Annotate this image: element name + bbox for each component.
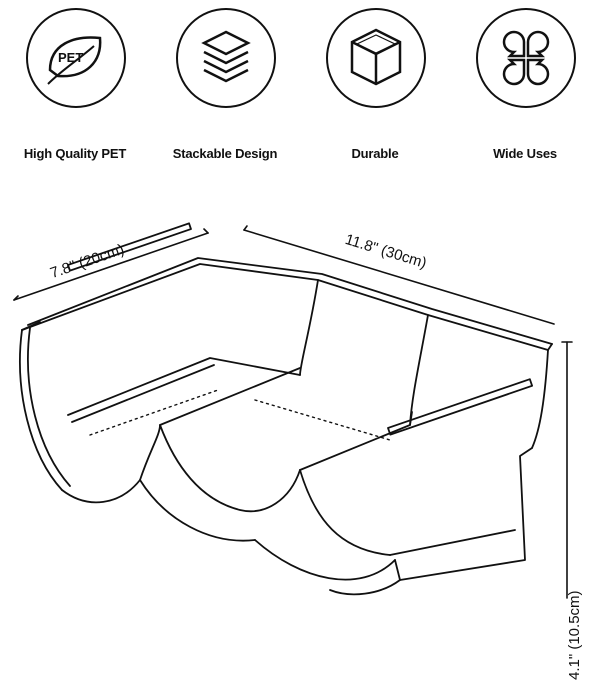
rack-cradles bbox=[67, 279, 549, 556]
feature-label: High Quality PET bbox=[23, 146, 127, 161]
rack-clips bbox=[67, 222, 534, 436]
product-diagram: 7.8" (20cm) 11.8" (30cm) 4.1" (10.5cm) bbox=[0, 200, 600, 680]
feature-label: Durable bbox=[351, 146, 399, 161]
rack-right-side bbox=[254, 447, 533, 596]
height-dimension-line bbox=[561, 341, 573, 599]
feature-circle: PET bbox=[26, 8, 126, 108]
feature-circle bbox=[176, 8, 276, 108]
feature-label: Wide Uses bbox=[493, 146, 557, 161]
bottle-rack-drawing bbox=[13, 222, 573, 599]
feature-row: PET High Quality PET Stackable Design Du… bbox=[0, 0, 600, 170]
feature-stackable-design: Stackable Design bbox=[150, 8, 300, 168]
feature-wide-uses: Wide Uses bbox=[450, 8, 600, 168]
feature-circle bbox=[326, 8, 426, 108]
leaf-pet-icon: PET bbox=[47, 36, 102, 85]
width-dimension-line bbox=[13, 228, 209, 301]
feature-circle bbox=[476, 8, 576, 108]
rack-top-rim bbox=[21, 257, 553, 351]
length-dimension-line bbox=[243, 225, 555, 325]
feature-high-quality-pet: PET High Quality PET bbox=[0, 8, 150, 168]
rack-left-wall bbox=[19, 327, 141, 504]
rack-base-dots bbox=[89, 389, 391, 441]
pet-icon-text: PET bbox=[58, 50, 83, 65]
stacked-layers-icon bbox=[201, 30, 251, 83]
cube-icon bbox=[350, 28, 402, 86]
feature-durable: Durable bbox=[300, 8, 450, 168]
feature-label: Stackable Design bbox=[172, 146, 278, 161]
clover-icon bbox=[502, 30, 550, 86]
height-dimension-label: 4.1" (10.5cm) bbox=[566, 590, 583, 680]
